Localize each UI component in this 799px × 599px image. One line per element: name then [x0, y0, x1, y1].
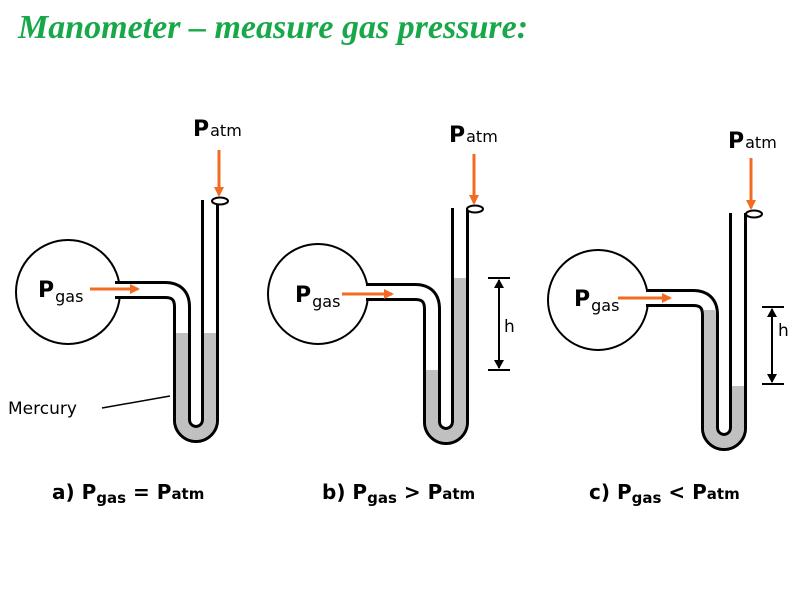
- panel-a: Patm Pgas Mercury a) Pgas = Patm: [8, 117, 242, 507]
- patm-label-a: Patm: [193, 117, 242, 142]
- page-title: Manometer – measure gas pressure:: [18, 9, 529, 46]
- panel-c: h Patm Pgas c) Pgas < Patm: [547, 129, 789, 507]
- pgas-label-a: Pgas: [38, 278, 83, 306]
- panel-b: h Patm Pgas b) Pgas > Patm: [267, 123, 515, 507]
- height-label-c: h: [778, 321, 789, 341]
- pgas-label-b: Pgas: [295, 283, 340, 311]
- height-label-b: h: [504, 317, 515, 337]
- mercury-pointer-line: [101, 395, 171, 409]
- mercury-column-c: [704, 310, 744, 448]
- patm-label-c: Patm: [728, 129, 777, 154]
- mercury-label: Mercury: [8, 399, 77, 419]
- mercury-column-b: [426, 278, 466, 442]
- u-tube-outline-b: [366, 208, 469, 445]
- caption-a: a) Pgas = Patm: [52, 480, 204, 507]
- tube-open-end-b: [466, 204, 484, 214]
- patm-label-b: Patm: [449, 123, 498, 148]
- pgas-label-c: Pgas: [574, 287, 619, 315]
- mercury-column-a: [176, 333, 216, 440]
- u-tube-outline-a: [115, 200, 219, 443]
- u-tube-outline-c: [646, 213, 747, 451]
- tube-open-end-c: [745, 209, 763, 219]
- caption-b: b) Pgas > Patm: [322, 480, 475, 507]
- caption-c: c) Pgas < Patm: [589, 480, 740, 507]
- tube-open-end-a: [211, 196, 229, 206]
